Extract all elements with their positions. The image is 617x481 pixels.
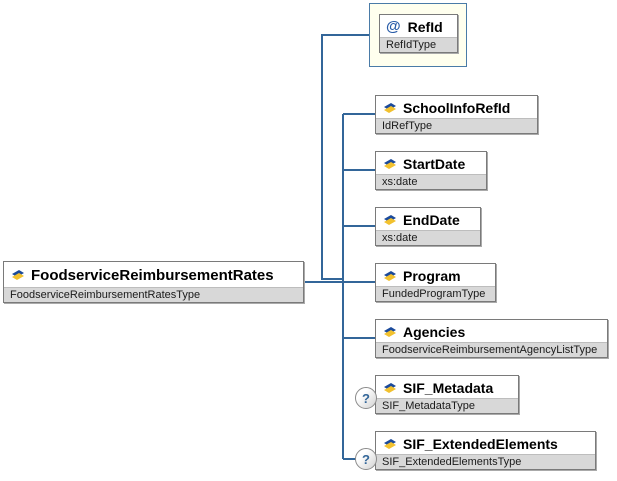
element-node-sif-extendedelements[interactable]: SIF_ExtendedElements SIF_ExtendedElement… bbox=[375, 431, 596, 470]
element-node-sif-metadata[interactable]: SIF_Metadata SIF_MetadataType bbox=[375, 375, 519, 414]
element-title: SchoolInfoRefId bbox=[376, 96, 537, 118]
optional-marker-sif-metadata: ? bbox=[355, 387, 377, 409]
element-title: SIF_ExtendedElements bbox=[376, 432, 595, 454]
optional-marker-sif-extendedelements: ? bbox=[355, 448, 377, 470]
root-element-title: FoodserviceReimbursementRates bbox=[4, 262, 303, 287]
root-element-node[interactable]: FoodserviceReimbursementRates Foodservic… bbox=[3, 261, 304, 303]
element-title: StartDate bbox=[376, 152, 486, 174]
element-title: SIF_Metadata bbox=[376, 376, 518, 398]
element-type: SIF_ExtendedElementsType bbox=[376, 454, 595, 469]
element-name: SIF_Metadata bbox=[403, 379, 494, 396]
element-title: EndDate bbox=[376, 208, 480, 230]
element-node-agencies[interactable]: Agencies FoodserviceReimbursementAgencyL… bbox=[375, 319, 608, 358]
attribute-title: @ RefId bbox=[380, 15, 457, 37]
element-name: StartDate bbox=[403, 155, 466, 172]
element-type: FoodserviceReimbursementAgencyListType bbox=[376, 342, 607, 357]
element-name: EndDate bbox=[403, 211, 460, 228]
root-element-name: FoodserviceReimbursementRates bbox=[31, 266, 274, 284]
element-node-enddate[interactable]: EndDate xs:date bbox=[375, 207, 481, 246]
root-element-type: FoodserviceReimbursementRatesType bbox=[4, 287, 303, 302]
element-icon bbox=[382, 102, 398, 114]
attribute-type: RefIdType bbox=[380, 37, 457, 52]
element-type: IdRefType bbox=[376, 118, 537, 133]
element-name: Agencies bbox=[403, 323, 466, 340]
element-icon bbox=[382, 438, 398, 450]
element-type: xs:date bbox=[376, 174, 486, 189]
element-icon bbox=[10, 269, 26, 281]
element-icon bbox=[382, 270, 398, 282]
element-type: FundedProgramType bbox=[376, 286, 495, 301]
element-type: xs:date bbox=[376, 230, 480, 245]
attribute-node-refid[interactable]: @ RefId RefIdType bbox=[379, 14, 458, 53]
attribute-name: RefId bbox=[407, 18, 443, 35]
element-icon bbox=[382, 214, 398, 226]
element-name: Program bbox=[403, 267, 461, 284]
element-icon bbox=[382, 158, 398, 170]
element-name: SchoolInfoRefId bbox=[403, 99, 511, 116]
element-icon bbox=[382, 326, 398, 338]
element-node-program[interactable]: Program FundedProgramType bbox=[375, 263, 496, 302]
attribute-container: @ RefId RefIdType bbox=[369, 3, 467, 67]
element-icon bbox=[382, 382, 398, 394]
element-title: Program bbox=[376, 264, 495, 286]
element-node-schoolinforefid[interactable]: SchoolInfoRefId IdRefType bbox=[375, 95, 538, 134]
attribute-icon: @ bbox=[386, 18, 401, 35]
element-title: Agencies bbox=[376, 320, 607, 342]
element-node-startdate[interactable]: StartDate xs:date bbox=[375, 151, 487, 190]
element-name: SIF_ExtendedElements bbox=[403, 435, 558, 452]
element-type: SIF_MetadataType bbox=[376, 398, 518, 413]
